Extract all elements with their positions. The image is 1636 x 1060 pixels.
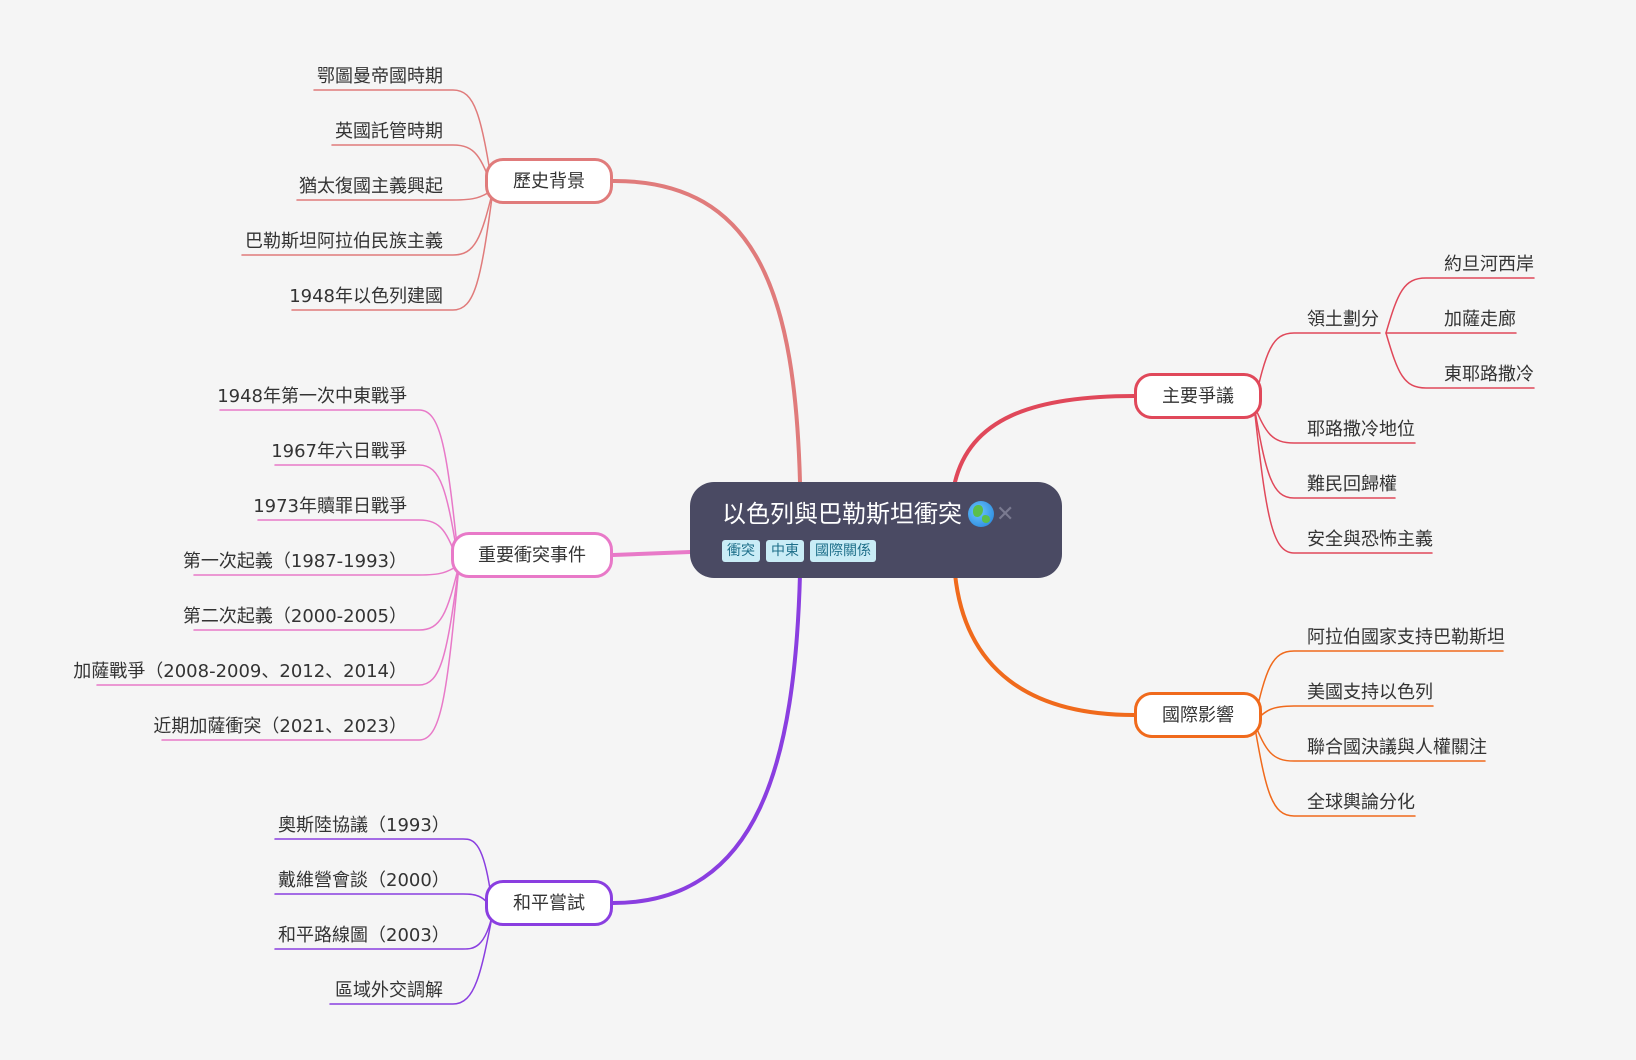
event-item[interactable]: 第一次起義（1987-1993） — [182, 551, 407, 572]
impact-item[interactable]: 美國支持以色列 — [1307, 682, 1433, 703]
tag-conflict[interactable]: 衝突 — [722, 540, 760, 562]
connector-impact-item — [1253, 721, 1416, 817]
connector-root-impact — [953, 572, 1136, 717]
event-item[interactable]: 加薩戰爭（2008-2009、2012、2014） — [73, 661, 407, 682]
connector-event-item — [193, 564, 460, 631]
event-item[interactable]: 1973年贖罪日戰爭 — [253, 496, 407, 517]
peace-item[interactable]: 和平路線圖（2003） — [278, 925, 450, 946]
peace-item[interactable]: 奧斯陸協議（1993） — [278, 815, 450, 836]
connector-event-item — [161, 564, 460, 741]
disputes-territory[interactable]: 領土劃分 — [1307, 309, 1379, 330]
history-item[interactable]: 1948年以色列建國 — [289, 286, 443, 307]
history-item[interactable]: 英國託管時期 — [335, 121, 443, 142]
tag-list: 衝突中東國際關係 — [722, 540, 1062, 562]
root-topic[interactable]: 以色列與巴勒斯坦衝突 ✕ 衝突中東國際關係 — [690, 482, 1062, 578]
connector-disputes-item — [1253, 404, 1396, 499]
impact-item[interactable]: 全球輿論分化 — [1307, 792, 1415, 813]
history-item[interactable]: 猶太復國主義興起 — [299, 176, 443, 197]
tag-international-relations[interactable]: 國際關係 — [810, 540, 876, 562]
branch-history[interactable]: 歷史背景 — [485, 158, 613, 204]
peace-item[interactable]: 區域外交調解 — [335, 980, 443, 1001]
connector-territory-item — [1385, 277, 1535, 334]
disputes-item[interactable]: 耶路撒冷地位 — [1307, 419, 1415, 440]
root-title: 以色列與巴勒斯坦衝突 — [722, 500, 962, 528]
disputes-item[interactable]: 難民回歸權 — [1307, 474, 1397, 495]
connector-root-peace — [611, 572, 802, 905]
connector-disputes-item — [1253, 404, 1416, 444]
event-item[interactable]: 1948年第一次中東戰爭 — [217, 386, 407, 407]
connector-root-history — [611, 178, 802, 484]
connector-event-item — [96, 564, 460, 686]
event-item[interactable]: 第二次起義（2000-2005） — [182, 606, 407, 627]
connector-peace-item — [274, 893, 494, 913]
connector-root-events — [611, 550, 692, 557]
connector-territory-item — [1385, 332, 1535, 389]
territory-item[interactable]: 東耶路撒冷 — [1444, 364, 1534, 385]
impact-item[interactable]: 阿拉伯國家支持巴勒斯坦 — [1307, 627, 1505, 648]
impact-item[interactable]: 聯合國決議與人權關注 — [1307, 737, 1487, 758]
history-item[interactable]: 巴勒斯坦阿拉伯民族主義 — [245, 231, 443, 252]
event-item[interactable]: 近期加薩衝突（2021、2023） — [153, 716, 407, 737]
connector-peace-item — [329, 911, 494, 1005]
event-item[interactable]: 1967年六日戰爭 — [271, 441, 407, 462]
connector-history-item — [241, 189, 494, 256]
disputes-item[interactable]: 安全與恐怖主義 — [1307, 529, 1433, 550]
tag-middle-east[interactable]: 中東 — [766, 540, 804, 562]
territory-item[interactable]: 加薩走廊 — [1444, 309, 1516, 330]
branch-impact[interactable]: 國際影響 — [1134, 692, 1262, 738]
connector-disputes-item — [1253, 404, 1433, 554]
connector-impact-item — [1253, 705, 1434, 723]
globe-icon — [968, 501, 994, 527]
close-icon[interactable]: ✕ — [996, 501, 1015, 527]
branch-disputes[interactable]: 主要爭議 — [1134, 373, 1262, 419]
peace-item[interactable]: 戴維營會談（2000） — [278, 870, 450, 891]
connector-event-item — [219, 409, 460, 566]
connector-history-item — [291, 189, 494, 311]
history-item[interactable]: 鄂圖曼帝國時期 — [317, 66, 443, 87]
connector-root-disputes — [953, 394, 1136, 484]
territory-item[interactable]: 約旦河西岸 — [1444, 254, 1534, 275]
connector-disputes-item — [1253, 332, 1381, 406]
branch-events[interactable]: 重要衝突事件 — [451, 532, 613, 578]
branch-peace[interactable]: 和平嘗試 — [485, 880, 613, 926]
